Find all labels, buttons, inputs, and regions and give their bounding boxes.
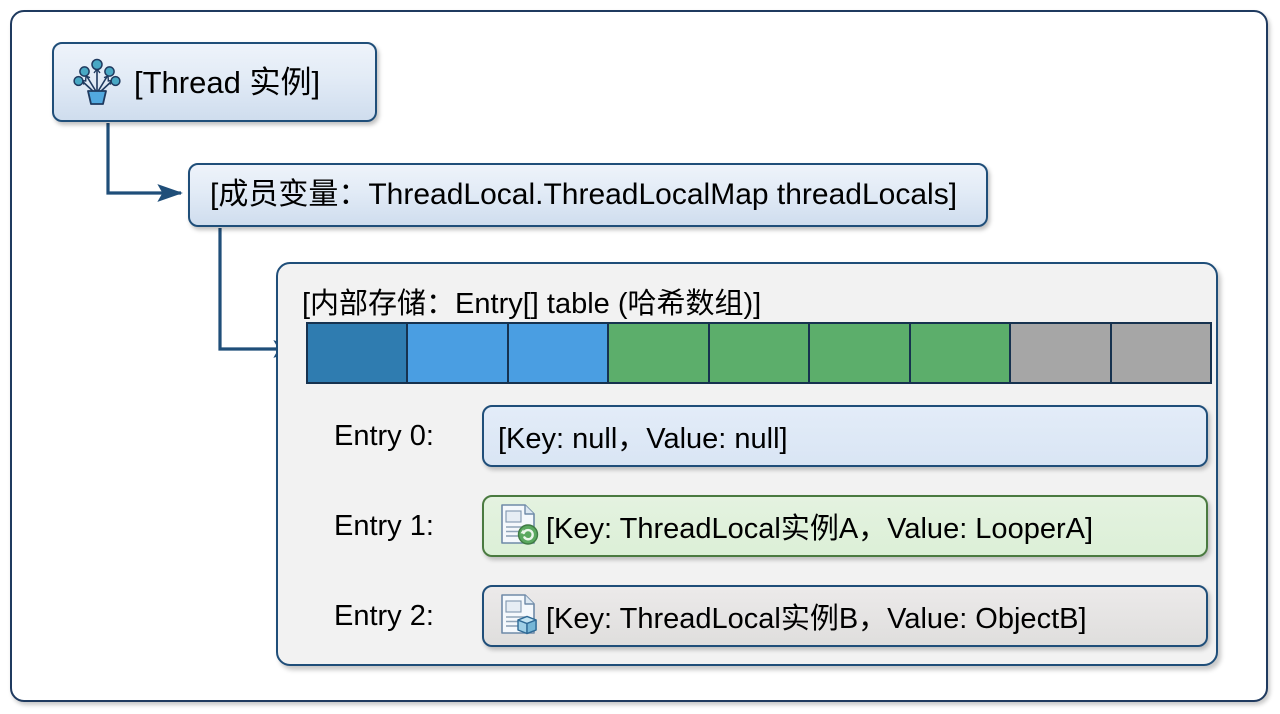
entry-value-box[interactable]: [Key: null，Value: null] bbox=[482, 405, 1208, 467]
thread-instance-label: [Thread 实例] bbox=[134, 64, 321, 100]
document-cube-icon bbox=[498, 592, 540, 641]
table-cell-8[interactable] bbox=[1111, 324, 1210, 382]
table-cell-0[interactable] bbox=[308, 324, 409, 382]
plant-threads-icon bbox=[70, 53, 124, 112]
table-cell-2[interactable] bbox=[508, 324, 610, 382]
entry-row: Entry 1: [K bbox=[334, 494, 1208, 558]
table-cell-1[interactable] bbox=[408, 324, 509, 382]
internal-storage-panel: [内部存储：Entry[] table (哈希数组)] Entry 0: [Ke… bbox=[276, 262, 1218, 666]
entry-value-text: [Key: ThreadLocal实例B，Value: ObjectB] bbox=[546, 603, 1087, 635]
entry-value-box[interactable]: [Key: ThreadLocal实例B，Value: ObjectB] bbox=[482, 585, 1208, 647]
thread-instance-node[interactable]: [Thread 实例] bbox=[52, 42, 377, 122]
member-variable-node[interactable]: [成员变量：ThreadLocal.ThreadLocalMap threadL… bbox=[188, 163, 988, 227]
storage-panel-title: [内部存储：Entry[] table (哈希数组)] bbox=[302, 288, 762, 320]
entry-value-text: [Key: null，Value: null] bbox=[498, 423, 788, 455]
member-variable-label: [成员变量：ThreadLocal.ThreadLocalMap threadL… bbox=[210, 178, 958, 211]
table-cell-4[interactable] bbox=[709, 324, 811, 382]
entry-label: Entry 2: bbox=[334, 599, 434, 632]
entry-value-box[interactable]: [Key: ThreadLocal实例A，Value: LooperA] bbox=[482, 495, 1208, 557]
table-cell-7[interactable] bbox=[1011, 324, 1112, 382]
entry-row: Entry 2: bbox=[334, 584, 1208, 648]
entry-label: Entry 0: bbox=[334, 419, 434, 452]
table-cell-3[interactable] bbox=[609, 324, 710, 382]
hash-table-strip bbox=[306, 322, 1212, 384]
table-cell-6[interactable] bbox=[910, 324, 1012, 382]
entry-value-text: [Key: ThreadLocal实例A，Value: LooperA] bbox=[546, 513, 1094, 545]
entry-row: Entry 0: [Key: null，Value: null] bbox=[334, 404, 1208, 468]
entry-label: Entry 1: bbox=[334, 509, 434, 542]
table-cell-5[interactable] bbox=[810, 324, 911, 382]
document-refresh-icon bbox=[498, 502, 540, 551]
